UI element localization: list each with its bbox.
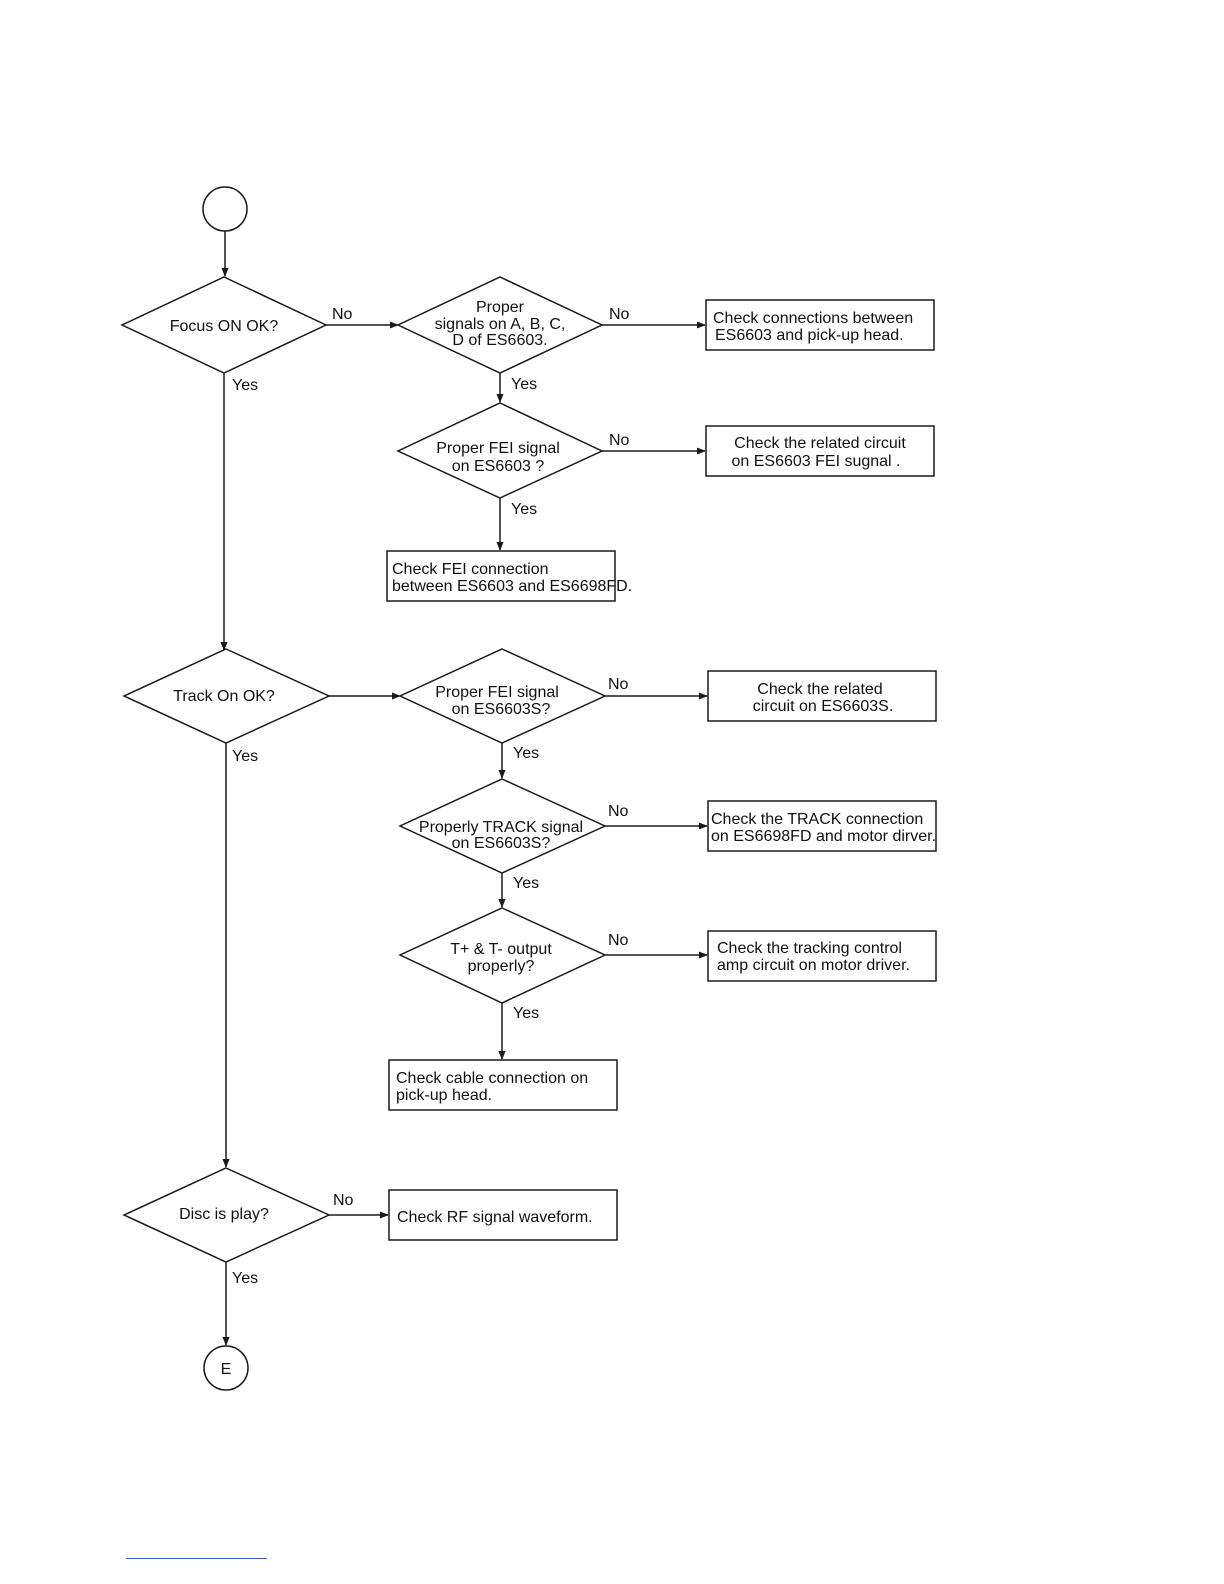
label-t-output-no: No <box>608 932 629 949</box>
box-check-related-circuit-text-1: Check the related <box>757 681 882 698</box>
box-check-tracking-control: Check the tracking control amp circuit o… <box>707 930 937 982</box>
decision-proper-fei-2: Proper FEI signal on ES6603S? <box>398 648 607 744</box>
box-check-track-connection-text-2: on ES6698FD and motor dirver. <box>711 828 936 845</box>
decision-proper-fei-1-text-2: on ES6603 ? <box>452 458 545 475</box>
connectors <box>220 231 708 1346</box>
footer-rule <box>126 1558 267 1559</box>
box-check-track-connection: Check the TRACK connection on ES6698FD a… <box>707 800 937 852</box>
decision-proper-signals-text-2: signals on A, B, C, <box>435 316 566 333</box>
start-terminal <box>202 186 248 232</box>
decision-proper-fei-1: Proper FEI signal on ES6603 ? <box>396 402 604 499</box>
decision-disc-play: Disc is play? <box>122 1167 331 1263</box>
box-check-tracking-control-text-2: amp circuit on motor driver. <box>717 957 910 974</box>
decision-proper-signals: Proper signals on A, B, C, D of ES6603. <box>396 276 604 374</box>
label-focus-yes: Yes <box>232 377 258 394</box>
box-check-related-fei: Check the related circuit on ES6603 FEI … <box>705 425 935 477</box>
box-check-related-fei-text-1: Check the related circuit <box>734 435 906 452</box>
box-check-track-connection-text-1: Check the TRACK connection <box>711 811 923 828</box>
label-fei2-yes: Yes <box>513 745 539 762</box>
label-disc-no: No <box>333 1192 354 1209</box>
label-signals-yes: Yes <box>511 376 537 393</box>
label-fei1-yes: Yes <box>511 501 537 518</box>
label-t-output-yes: Yes <box>513 1005 539 1022</box>
label-fei1-no: No <box>609 432 630 449</box>
decision-properly-track-text-1: Properly TRACK signal <box>419 819 583 836</box>
decision-focus-on: Focus ON OK? <box>120 276 328 374</box>
decision-t-output-text-2: properly? <box>468 958 535 975</box>
label-fei2-no: No <box>608 676 629 693</box>
label-track-yes: Yes <box>232 748 258 765</box>
box-check-cable: Check cable connection on pick-up head. <box>388 1059 618 1111</box>
decision-proper-signals-text-3: D of ES6603. <box>452 332 547 349</box>
decision-properly-track-text-2: on ES6603S? <box>452 835 551 852</box>
decision-track-on-text: Track On OK? <box>173 688 275 705</box>
decision-proper-fei-2-text-1: Proper FEI signal <box>435 684 559 701</box>
box-check-rf-text: Check RF signal waveform. <box>397 1209 593 1226</box>
box-check-rf: Check RF signal waveform. <box>388 1189 618 1241</box>
label-track-signal-no: No <box>608 803 629 820</box>
end-label: E <box>221 1361 232 1378</box>
box-check-related-circuit-text-2: circuit on ES6603S. <box>753 698 894 715</box>
box-check-fei-connection-text-2: between ES6603 and ES6698FD. <box>392 578 632 595</box>
box-check-tracking-control-text-1: Check the tracking control <box>717 940 902 957</box>
decision-properly-track: Properly TRACK signal on ES6603S? <box>398 778 607 874</box>
decision-proper-fei-1-text-1: Proper FEI signal <box>436 440 560 457</box>
box-check-fei-connection-text-1: Check FEI connection <box>392 561 549 578</box>
decision-proper-fei-2-text-2: on ES6603S? <box>452 701 551 718</box>
decision-focus-on-text: Focus ON OK? <box>170 318 279 335</box>
decision-track-on: Track On OK? <box>122 648 331 744</box>
box-check-connections-text-1: Check connections between <box>713 310 913 327</box>
edge-labels: No Yes No Yes No Yes Yes No Yes No Yes N… <box>232 306 630 1287</box>
decision-t-output: T+ & T- output properly? <box>398 907 607 1004</box>
decision-disc-play-text: Disc is play? <box>179 1206 269 1223</box>
end-terminal: E <box>203 1345 249 1391</box>
box-check-related-fei-text-2: on ES6603 FEI sugnal . <box>732 453 901 470</box>
decision-proper-signals-text-1: Proper <box>476 299 525 316</box>
label-focus-no: No <box>332 306 353 323</box>
label-signals-no: No <box>609 306 630 323</box>
decision-t-output-text-1: T+ & T- output <box>450 941 552 958</box>
box-check-cable-text-1: Check cable connection on <box>396 1070 588 1087</box>
label-disc-yes: Yes <box>232 1270 258 1287</box>
label-track-signal-yes: Yes <box>513 875 539 892</box>
box-check-cable-text-2: pick-up head. <box>396 1087 492 1104</box>
box-check-connections-text-2: ES6603 and pick-up head. <box>715 327 904 344</box>
box-check-connections: Check connections between ES6603 and pic… <box>705 299 935 351</box>
box-check-fei-connection: Check FEI connection between ES6603 and … <box>386 550 632 602</box>
box-check-related-circuit: Check the related circuit on ES6603S. <box>707 670 937 722</box>
